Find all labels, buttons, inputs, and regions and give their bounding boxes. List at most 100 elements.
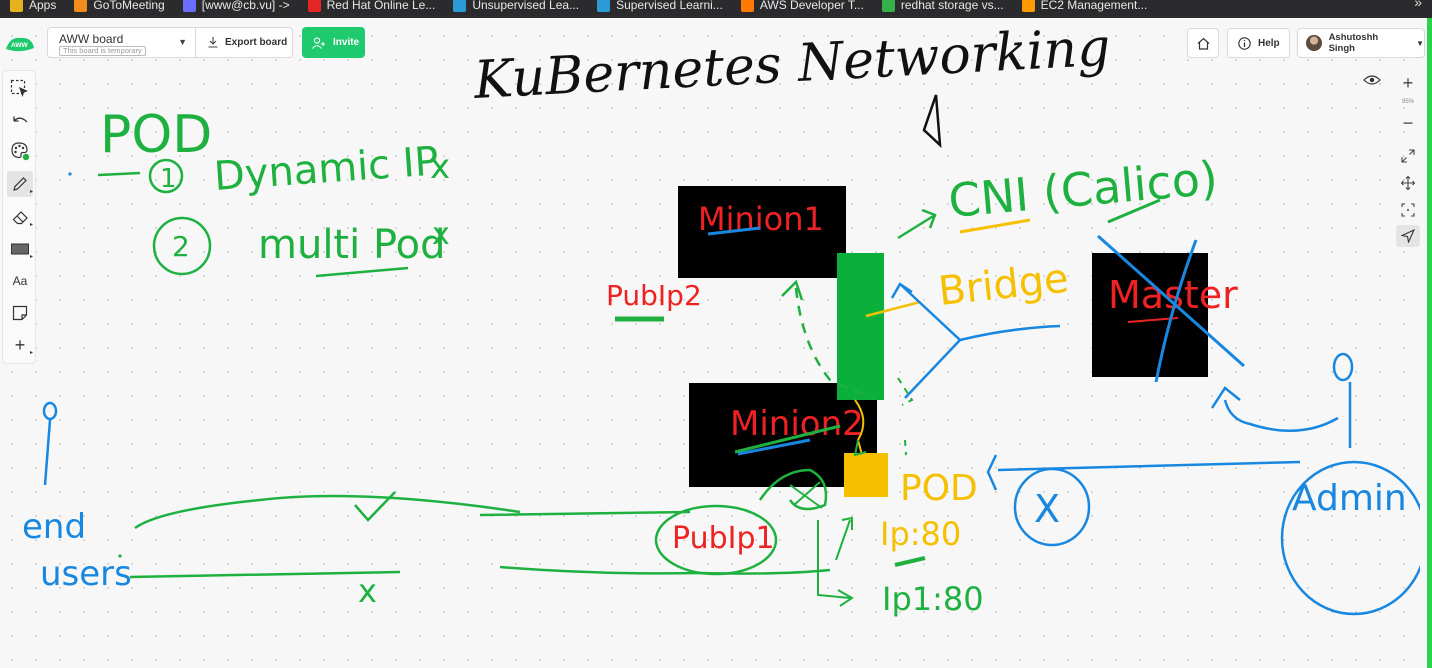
home-button[interactable] [1187,28,1219,58]
pod-square [844,453,888,497]
temporary-board-badge: This board is temporary [59,46,146,56]
network-bridge-bar [837,253,884,400]
zoom-out-button[interactable]: − [1402,112,1414,133]
multi-pod-underline [315,266,409,278]
minion2-green-stroke [734,424,841,454]
bookmark-item[interactable]: GoToMeeting [74,0,165,12]
master-cross-stroke-2 [1154,239,1198,383]
bookmark-favicon-icon [597,0,611,12]
fullscreen-button[interactable] [1396,145,1420,167]
bookmark-label: redhat storage vs... [900,0,1004,12]
pod-heading: POD [100,105,212,165]
bookmark-label: Red Hat Online Le... [326,0,436,12]
bookmark-item[interactable]: [www@cb.vu] -> [182,0,290,12]
palette-icon [11,142,30,161]
board-selector[interactable]: AWW board This board is temporary ▼ [47,27,196,58]
export-board-button[interactable]: Export board [196,27,293,58]
left-toolbar: ▸ ▸ ▸ Aa + ▸ [2,70,36,364]
invite-button[interactable]: Invite [302,27,365,58]
expand-icon [1401,149,1415,163]
eye-icon[interactable] [1363,74,1381,86]
end-user-body [43,419,52,486]
zoom-in-button[interactable]: + [1402,72,1414,93]
board-name: AWW board [59,32,124,46]
dynamic-ip-note: Dynamic IP [212,138,440,200]
calico-underline [1107,198,1161,224]
tool-options-indicator: ▸ [29,350,33,356]
chevron-down-icon: ▼ [1416,38,1424,48]
focus-icon [1401,203,1415,217]
eraser-tool[interactable]: ▸ [7,204,33,230]
bookmark-label: Supervised Learni... [616,0,723,12]
title-flourish [922,94,942,149]
pod-label: POD [900,468,978,509]
info-icon [1238,36,1251,50]
tool-options-indicator: ▸ [29,222,33,228]
navigate-button[interactable] [1396,225,1420,247]
text-tool[interactable]: Aa [12,274,28,288]
user-path-lower [129,565,831,579]
number-2: 2 [172,230,190,263]
bookmark-favicon-icon [881,0,895,12]
export-board-label: Export board [225,37,288,48]
bookmark-favicon-icon [453,0,467,12]
shape-tool[interactable]: ▸ [7,236,33,262]
avatar [1306,35,1322,51]
help-label: Help [1258,37,1280,49]
add-tool[interactable]: + ▸ [7,332,33,358]
sticky-note-icon [12,305,28,321]
select-tool[interactable] [7,76,33,102]
move-icon [1401,176,1415,190]
bookmark-item[interactable]: Unsupervised Lea... [453,0,579,12]
pen-tool[interactable]: ▸ [7,171,33,197]
pubip1-label: PubIp1 [672,521,775,556]
end-user-head [42,401,58,421]
bookmark-item[interactable]: Apps [10,0,56,12]
bookmark-item[interactable]: Supervised Learni... [597,0,723,12]
window-edge [1427,18,1432,668]
bookmark-item[interactable]: redhat storage vs... [881,0,1004,12]
bridge-label: Bridge [936,256,1070,315]
help-button[interactable]: Help [1227,28,1290,58]
end-users-label-2: users [40,554,132,594]
undo-icon [13,116,28,123]
tool-options-indicator: ▸ [29,254,33,260]
lower-path-cross: x [358,572,377,610]
bookmark-item[interactable]: Red Hat Online Le... [307,0,436,12]
cni-underline [959,218,1031,234]
admin-circle [1280,460,1420,616]
aww-logo[interactable]: AWW [4,35,36,53]
plus-icon: + [14,334,26,355]
number-1: 1 [160,164,177,194]
pan-button[interactable] [1396,172,1420,194]
upper-path-check [354,491,396,522]
bookmark-item[interactable]: EC2 Management... [1021,0,1148,12]
select-icon [10,79,28,97]
bookmark-favicon-icon [1021,0,1035,12]
number-circle-2 [152,216,212,276]
bookmark-label: EC2 Management... [1040,0,1148,12]
sticky-note-tool[interactable] [7,300,33,326]
undo-tool[interactable] [7,108,33,134]
node-ip-label: Ip1:80 [882,580,984,618]
user-menu[interactable]: Ashutoshh Singh ▼ [1297,28,1425,58]
bookmark-favicon-icon [740,0,754,12]
cross-mark-1: x [430,147,450,187]
invite-label: Invite [333,37,360,48]
ink-dot [68,172,72,176]
minion-link-arrow [781,279,804,301]
rectangle-icon [11,243,29,255]
eraser-icon [12,210,28,224]
bookmarks-overflow-button[interactable]: » [1414,0,1422,10]
fit-to-screen-button[interactable] [1396,199,1420,221]
color-tool[interactable] [7,138,33,164]
pod-ip-underline [894,556,926,567]
bookmark-item[interactable]: AWS Developer T... [740,0,864,12]
pod-link [854,399,865,456]
bridge-to-pod-dashed [897,377,914,456]
bookmark-favicon-icon [182,0,196,12]
blocked-circle [1013,467,1091,547]
minion1-underline [707,226,761,236]
user-path-upper [134,494,691,530]
